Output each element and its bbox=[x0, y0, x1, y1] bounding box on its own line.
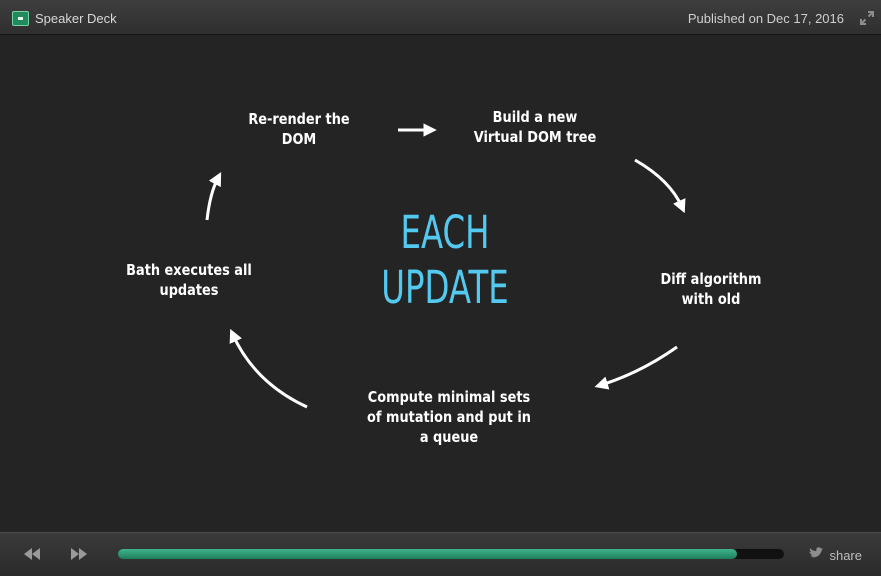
step-rerender-dom: Re-render the DOM bbox=[248, 110, 350, 148]
arrow-build-to-diff bbox=[634, 158, 686, 214]
share-button[interactable]: share bbox=[808, 546, 862, 565]
slide-progress-fill bbox=[118, 549, 738, 559]
share-label: share bbox=[829, 548, 862, 563]
previous-slide-icon[interactable] bbox=[22, 546, 42, 562]
step-diff-algorithm: Diff algorithm with old bbox=[660, 270, 762, 308]
arrow-compute-to-bath bbox=[229, 328, 308, 409]
speaker-deck-link[interactable]: Speaker Deck bbox=[12, 8, 117, 28]
speaker-deck-logo-icon bbox=[12, 10, 29, 26]
step-build-virtual-dom: Build a new Virtual DOM tree bbox=[473, 108, 597, 146]
slide-title: EACH UPDATE bbox=[381, 206, 509, 314]
next-slide-icon[interactable] bbox=[69, 546, 89, 562]
player-controls: share bbox=[0, 532, 881, 576]
step-bath-executes: Bath executes all updates bbox=[126, 261, 252, 299]
brand-label: Speaker Deck bbox=[35, 10, 117, 26]
cycle-arrows bbox=[205, 123, 686, 409]
twitter-bird-icon bbox=[808, 546, 824, 565]
fullscreen-icon[interactable] bbox=[859, 10, 875, 26]
arrow-bath-to-rerender bbox=[205, 172, 222, 221]
arrow-diff-to-compute bbox=[594, 345, 678, 390]
published-date: Published on Dec 17, 2016 bbox=[687, 11, 844, 26]
slide: Re-render the DOM Build a new Virtual DO… bbox=[0, 35, 881, 532]
slide-progress-bar[interactable] bbox=[118, 549, 784, 559]
step-compute-mutations: Compute minimal sets of mutation and put… bbox=[367, 388, 531, 446]
top-bar: Speaker Deck Published on Dec 17, 2016 bbox=[0, 0, 881, 35]
